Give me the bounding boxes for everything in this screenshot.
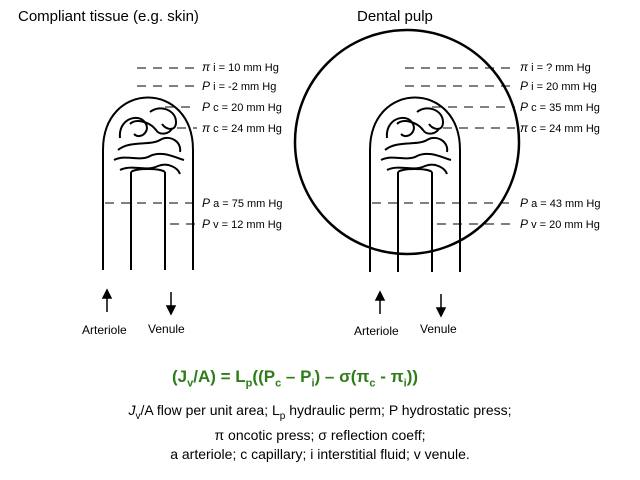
left-label-p-i: P i = -2 mm Hg [202,79,277,93]
pulp-chamber-circle [293,28,521,256]
left-diagram-title: Compliant tissue (e.g. skin) [18,8,199,25]
right-capillary-inner [397,172,433,272]
right-diagram-title: Dental pulp [357,8,433,25]
right-capillary-network [380,107,452,175]
right-label-p-c: P c = 35 mm Hg [520,100,600,114]
legend-line-2: π oncotic press; σ reflection coeff; [214,426,426,443]
right-label-p-v: P v = 20 mm Hg [520,217,600,231]
right-label-p-a: P a = 43 mm Hg [520,196,601,210]
right-venule-arrow [435,294,447,318]
left-leader-lines [105,67,197,225]
left-label-p-c: P c = 20 mm Hg [202,100,282,114]
legend-line-1: Jv/A flow per unit area; Lp hydraulic pe… [128,402,512,422]
right-arteriole-label: Arteriole [354,324,399,338]
left-capillary-inner [130,172,166,270]
left-capillary-outer [102,96,194,270]
left-label-pi-c: π c = 24 mm Hg [202,121,282,135]
right-label-pi-i: π i = ? mm Hg [520,60,591,74]
left-label-p-v: P v = 12 mm Hg [202,217,282,231]
left-capillary-network [113,107,185,175]
left-arteriole-label: Arteriole [82,323,127,337]
legend: Jv/A flow per unit area; Lp hydraulic pe… [0,401,640,464]
left-arteriole-arrow [101,288,113,312]
right-arteriole-arrow [374,290,386,314]
right-label-p-i: P i = 20 mm Hg [520,79,597,93]
left-venule-arrow [165,292,177,316]
left-label-p-a: P a = 75 mm Hg [202,196,283,210]
right-leader-lines [372,67,515,225]
left-venule-label: Venule [148,322,185,336]
legend-line-3: a arteriole; c capillary; i interstitial… [170,445,470,462]
right-venule-label: Venule [420,322,457,336]
right-label-pi-c: π c = 24 mm Hg [520,121,600,135]
left-label-pi-i: π i = 10 mm Hg [202,60,279,74]
starling-equation: (Jv/A) = Lp((Pc – Pi) – σ(πc - πi)) [172,367,419,390]
